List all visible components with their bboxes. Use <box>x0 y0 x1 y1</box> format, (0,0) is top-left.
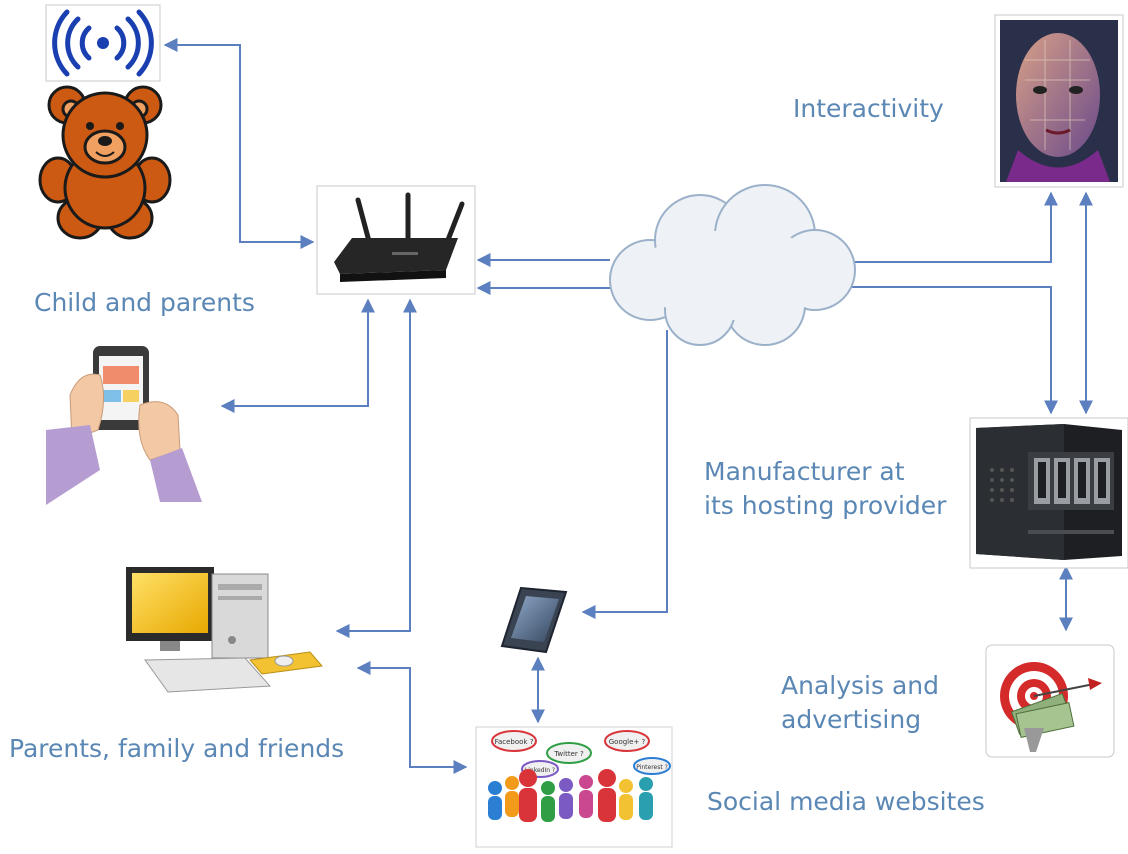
target-with-money-icon <box>985 644 1115 758</box>
connectors <box>163 38 1093 774</box>
server-icon <box>969 417 1128 569</box>
bubble-word-5: Pinterest ? <box>636 764 668 771</box>
bubble-word-4: LinkedIn ? <box>525 767 555 774</box>
label-analysis-advertising: Analysis and advertising <box>781 671 939 734</box>
bubble-word-2: Twitter ? <box>553 750 584 758</box>
label-manufacturer: Manufacturer at its hosting provider <box>704 457 947 520</box>
connector-desktop-social <box>356 661 468 774</box>
connector-cloud-server <box>845 286 1058 415</box>
bubble-word-1: Facebook ? <box>495 738 534 746</box>
connector-router-desktop <box>335 298 417 638</box>
robot-face-icon <box>994 14 1124 188</box>
teddy-bear-icon <box>38 85 172 240</box>
desktop-computer-icon <box>126 567 323 693</box>
connector-cloud-interactivity <box>850 191 1058 263</box>
wireless-router-icon <box>316 185 476 295</box>
tablet-in-hands-icon <box>46 346 202 505</box>
label-child-and-parents: Child and parents <box>34 288 255 317</box>
bubble-word-3: Google+ ? <box>609 738 646 746</box>
connector-cloud-phone <box>581 330 668 619</box>
label-social-media: Social media websites <box>707 787 985 816</box>
label-parents-family-friends: Parents, family and friends <box>9 734 345 763</box>
label-interactivity: Interactivity <box>793 94 944 123</box>
smartphone-icon <box>500 586 568 654</box>
cloud-icon <box>609 184 856 346</box>
people-speech-bubbles-icon: Facebook ? Twitter ? Google+ ? LinkedIn … <box>475 726 673 848</box>
connector-router-wifi <box>163 38 315 249</box>
wifi-signal-icon <box>45 4 161 82</box>
